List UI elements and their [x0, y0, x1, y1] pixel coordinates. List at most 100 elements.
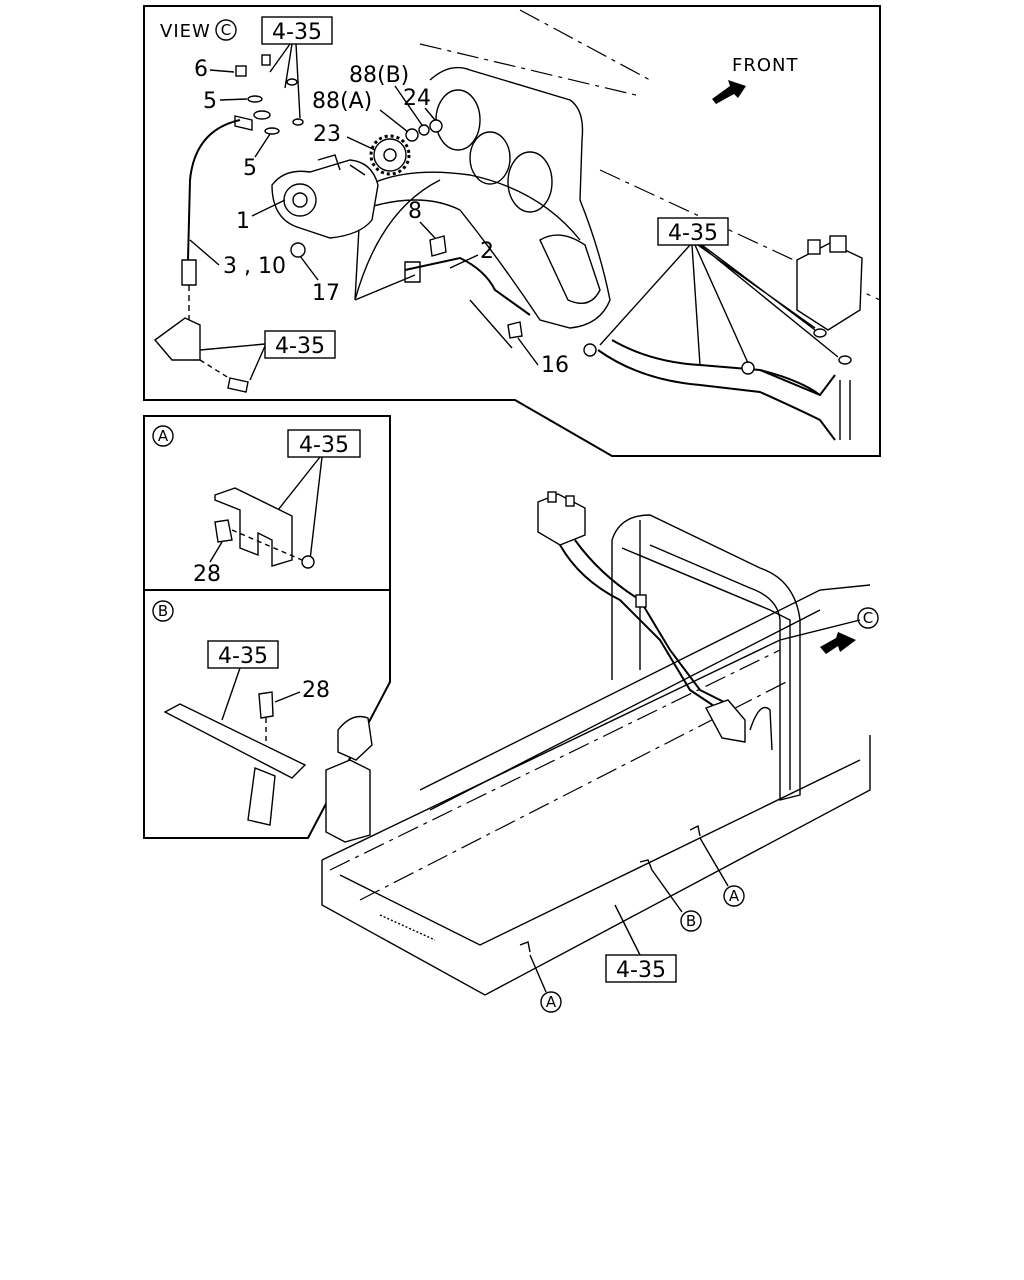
hose-clamp-chassis — [635, 594, 647, 608]
leader-16 — [469, 299, 539, 366]
hose-clamp-left — [583, 343, 597, 357]
detail-a-letter: A — [158, 427, 169, 445]
bolt-upper-right — [261, 54, 271, 66]
marker-a-left — [540, 991, 562, 1013]
hose-joint — [759, 369, 821, 396]
marker-a-right — [723, 885, 745, 907]
return-hose — [597, 349, 836, 441]
front-arrow-icon — [712, 80, 746, 104]
nut-17 — [290, 242, 306, 258]
view-title: VIEW — [160, 21, 211, 42]
steering-gear-box — [705, 699, 746, 743]
front-label: FRONT — [732, 55, 799, 76]
housing-boss — [539, 234, 601, 304]
bolt-16 — [507, 321, 523, 339]
ref-box-bracket-label: 4-35 — [275, 334, 325, 359]
marker-a-right-letter: A — [729, 887, 740, 905]
ref-box-detail-b-label: 4-35 — [218, 644, 268, 669]
frame-rail-near — [321, 619, 871, 996]
gear-body — [373, 138, 407, 172]
hose-3-10 — [187, 119, 241, 261]
callout-17: 17 — [312, 281, 340, 306]
bracket-a — [214, 487, 293, 567]
nut-a — [301, 555, 315, 569]
chassis-overview: A B A C 4-35 — [321, 491, 879, 1013]
reservoir-cap-b — [829, 235, 847, 253]
front-mount-cap — [337, 715, 373, 761]
washer-5-upper — [247, 95, 263, 103]
ref-box-top-right-label: 4-35 — [668, 221, 718, 246]
leader-24 — [424, 107, 436, 121]
callout-28-a: 28 — [193, 562, 221, 587]
clamp-right-b — [838, 355, 852, 365]
view-letter: C — [221, 21, 231, 39]
washer-upper-right — [286, 78, 298, 86]
leader-5-lower — [254, 133, 271, 158]
front-mount — [325, 759, 371, 843]
hose-bracket — [153, 317, 201, 361]
ref-box-top-right — [657, 217, 729, 246]
leader-28-a — [209, 541, 223, 563]
reservoir-assembly — [583, 235, 863, 441]
washer-88b — [418, 124, 430, 136]
ref-box-detail-a-label: 4-35 — [299, 433, 349, 458]
leader-28-b — [274, 691, 301, 703]
housing-port-c — [507, 151, 553, 213]
chassis-hose-a — [559, 544, 746, 726]
pump-assembly — [271, 154, 379, 258]
gear-23 — [369, 134, 411, 176]
pipe-2 — [404, 256, 531, 316]
callout-8: 8 — [408, 199, 422, 224]
ref-box-top-left — [261, 16, 333, 45]
ref-box-detail-b — [207, 640, 279, 669]
bolt-28-a — [214, 519, 233, 543]
nut-24 — [429, 119, 443, 133]
reservoir-tank — [796, 242, 863, 331]
ref-leaders-top-left — [269, 43, 301, 119]
callout-23: 23 — [313, 122, 341, 147]
bracket-bolt — [227, 377, 249, 393]
ref-leader-chassis — [614, 904, 641, 956]
frame-rail-far — [419, 584, 871, 811]
chassis-hose-b — [574, 539, 731, 706]
pipe-leader-left — [354, 274, 416, 301]
pump-details — [317, 154, 366, 176]
chassis-reservoir-cap-a — [547, 491, 557, 503]
chassis-reservoir-cap-b — [565, 495, 575, 507]
ref-leaders-detail-a — [277, 456, 323, 561]
gear-hub — [383, 148, 397, 162]
callout-1: 1 — [236, 209, 250, 234]
leader-3-10 — [189, 239, 220, 266]
callout-2: 2 — [480, 239, 494, 264]
callout-5-lower: 5 — [243, 156, 257, 181]
ref-box-bracket — [264, 330, 336, 359]
hose-end-fitting — [234, 115, 253, 131]
detail-a-circle — [152, 425, 174, 447]
ref-leader-detail-b — [221, 667, 241, 721]
frame-rail-inner — [339, 759, 861, 946]
leader-8 — [419, 221, 436, 239]
reservoir-cap-a — [807, 239, 821, 255]
banjo-bolt-6 — [235, 65, 247, 77]
reservoir-outlet-pipe — [839, 380, 851, 440]
detail-b-panel: B 4-35 28 — [143, 589, 391, 839]
bolt-28-b — [258, 691, 274, 719]
detail-b-circle — [152, 600, 174, 622]
housing-port-b — [469, 131, 511, 185]
callout-3-10: 3 , 10 — [223, 254, 286, 279]
callout-5-upper: 5 — [203, 89, 217, 114]
hose-clamp-mid — [741, 361, 755, 375]
detail-b-letter: B — [158, 602, 168, 620]
washer-5-lower — [264, 127, 280, 135]
pipe-2-flange — [404, 261, 421, 283]
cab-support-inner — [621, 547, 791, 790]
housing-port-a — [435, 89, 481, 151]
clamp-right-a — [813, 328, 827, 338]
flywheel-housing — [354, 66, 611, 329]
bolt-8 — [429, 235, 447, 257]
pump-shaft — [292, 192, 308, 208]
callout-88b: 88(B) — [349, 63, 409, 88]
chassis-reservoir — [537, 493, 586, 546]
frame-clip-marks — [519, 824, 701, 953]
